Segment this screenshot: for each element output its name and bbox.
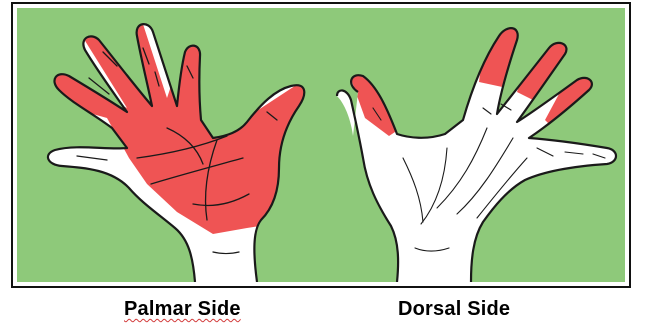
illustration-panel xyxy=(17,8,625,282)
caption-dorsal-side: Dorsal Side xyxy=(398,298,510,321)
hands-illustration xyxy=(17,8,625,282)
caption-palmar-side: Palmar Side xyxy=(124,298,241,321)
figure-frame xyxy=(11,2,631,288)
